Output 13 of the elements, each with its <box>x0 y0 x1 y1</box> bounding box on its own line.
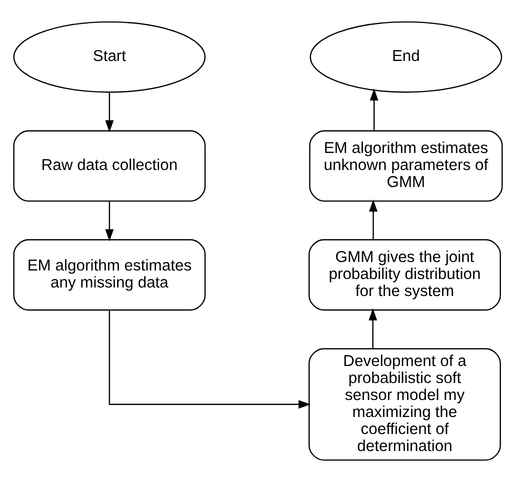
arrow <box>104 92 114 132</box>
node-box: GMM gives the joint probability distribution for the system <box>308 239 500 311</box>
node-box: EM algorithm estimates any missing data <box>12 239 206 311</box>
node-box: EM algorithm estimates unknown parameters of GMM <box>308 130 502 202</box>
node-box: Development of a probabilistic soft sensor model my maximizing the coefficient of determination <box>308 348 500 461</box>
arrow <box>369 88 378 130</box>
node-ellipse: End <box>309 21 502 93</box>
node-box: Raw data collection <box>12 130 206 202</box>
arrow <box>368 308 377 348</box>
node-ellipse: Start <box>12 21 206 93</box>
arrow <box>104 202 114 242</box>
arrow <box>108 310 310 409</box>
arrow <box>368 200 378 240</box>
